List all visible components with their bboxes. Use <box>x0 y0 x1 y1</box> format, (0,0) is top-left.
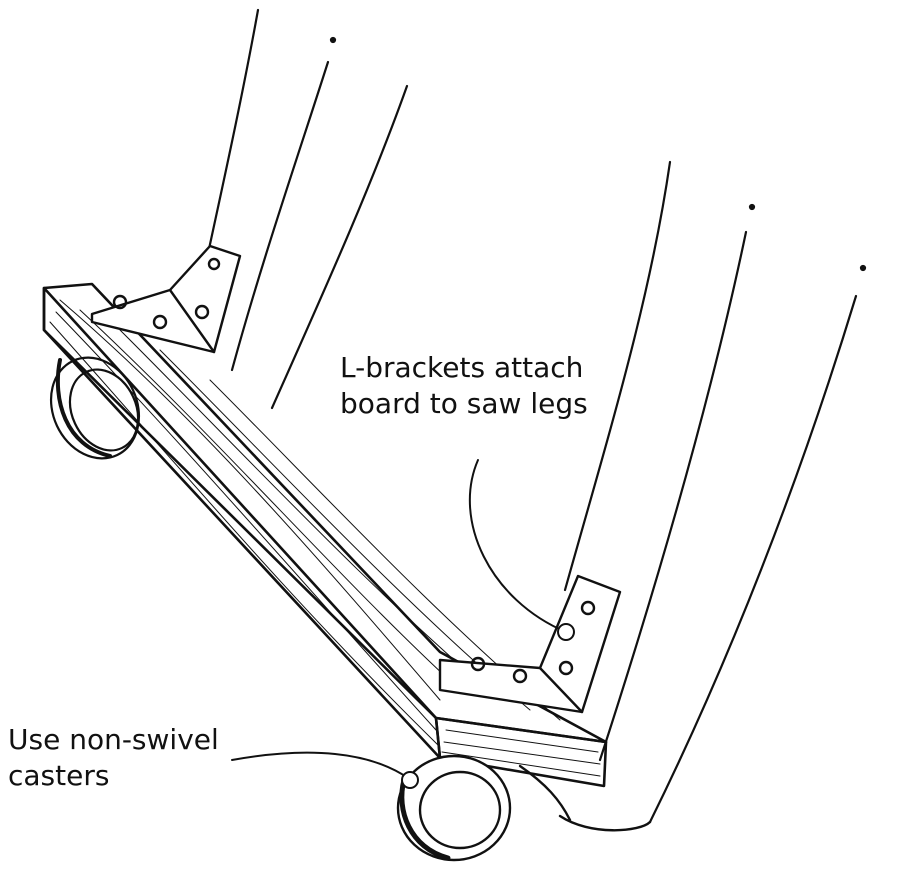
callout-brackets-line2: board to saw legs <box>340 387 588 420</box>
leader-brackets <box>468 459 567 633</box>
l-bracket-left <box>90 244 242 354</box>
callout-casters: Use non-swivel casters <box>8 722 219 794</box>
l-bracket-right <box>438 574 622 714</box>
saw-leg-left-back <box>270 84 409 410</box>
saw-legs <box>196 8 867 824</box>
saw-leg-right-middle <box>598 230 748 762</box>
saw-leg-left-middle <box>230 60 330 372</box>
callout-casters-line1: Use non-swivel <box>8 723 219 756</box>
callout-brackets: L-brackets attach board to saw legs <box>340 350 588 422</box>
caster-left <box>49 356 141 460</box>
leader-casters <box>231 751 409 779</box>
callout-casters-line2: casters <box>8 759 110 792</box>
leader-brackets-dot <box>557 623 575 641</box>
caster-right <box>396 754 652 862</box>
callout-brackets-line1: L-brackets attach <box>340 351 584 384</box>
saw-leg-right-front <box>563 160 672 592</box>
saw-leg-right-back <box>648 294 858 824</box>
board-end-grain <box>434 716 608 788</box>
leader-casters-dot <box>401 771 419 789</box>
callout-leaders <box>231 459 575 789</box>
